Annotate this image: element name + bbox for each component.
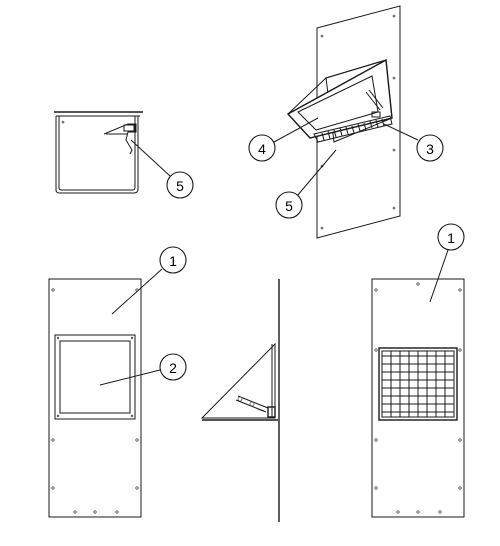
svg-text:5: 5 (285, 198, 293, 214)
svg-text:5: 5 (176, 178, 184, 194)
hood-grille-slats (321, 118, 385, 141)
svg-text:4: 4 (258, 141, 266, 157)
hood-side-section (200, 279, 280, 522)
hood-box-section-view (54, 111, 143, 194)
isometric-hood-assembly (286, 5, 401, 239)
callout-3: 3 (383, 123, 444, 162)
svg-text:2: 2 (169, 360, 177, 376)
svg-text:1: 1 (447, 230, 455, 246)
callout-5-top-left: 5 (130, 139, 194, 199)
grille-mesh (382, 351, 454, 417)
svg-text:1: 1 (169, 253, 177, 269)
wall-panel-with-grille (371, 278, 465, 518)
callout-5-top-right: 5 (275, 149, 337, 219)
callout-2: 2 (99, 353, 187, 386)
callout-4: 4 (248, 117, 319, 162)
wall-panel-with-opening (48, 278, 142, 518)
svg-text:3: 3 (426, 141, 434, 157)
callout-1-bottom-right: 1 (429, 223, 465, 303)
callout-1-bottom-left: 1 (111, 246, 187, 315)
